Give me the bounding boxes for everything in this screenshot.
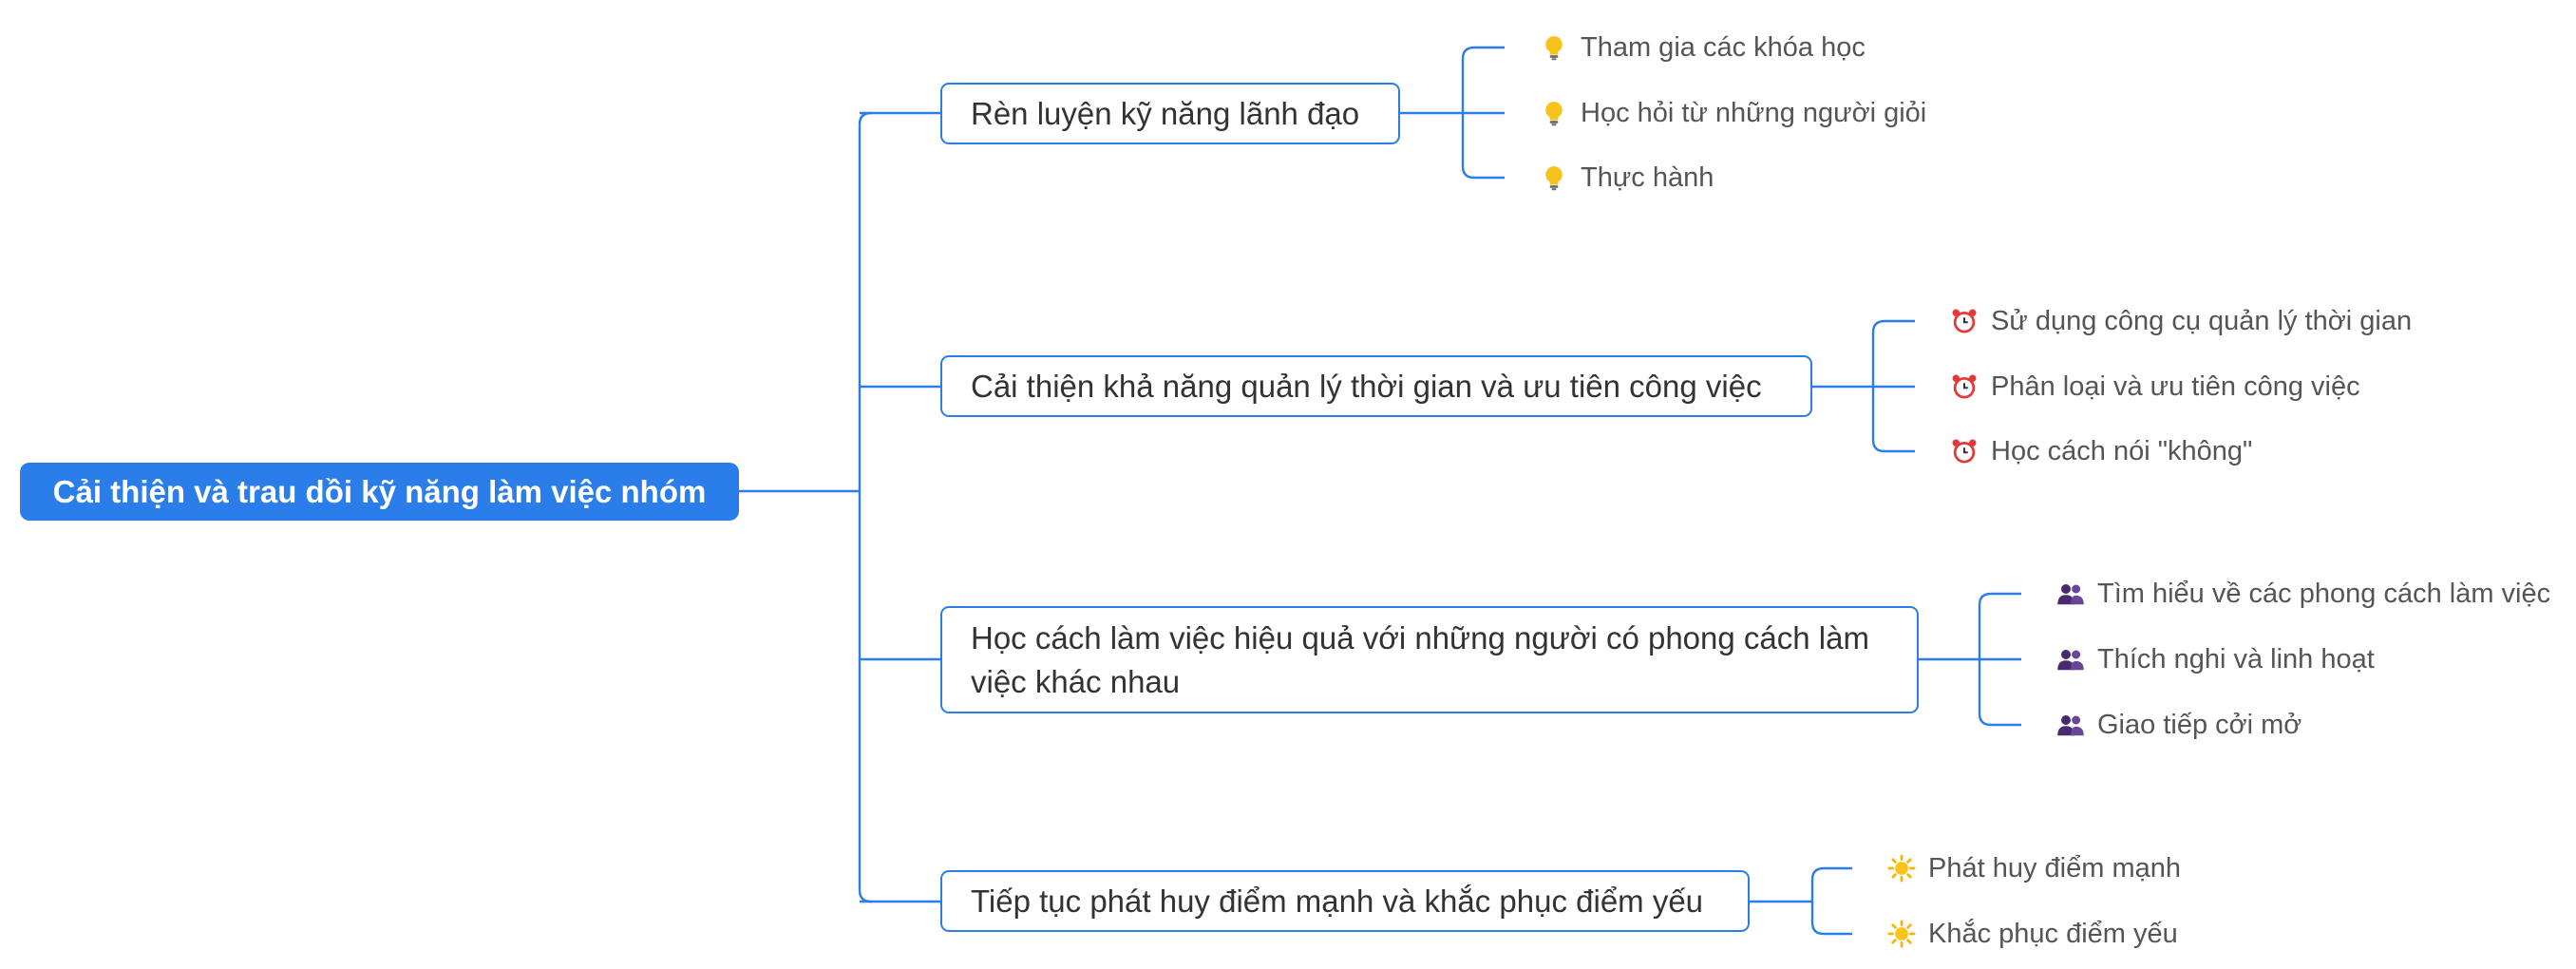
sun-icon [1886, 919, 1917, 949]
branch-topic-time-management[interactable]: Cải thiện khả năng quản lý thời gian và … [940, 355, 1812, 417]
leaf-topic[interactable]: Thực hành [1539, 159, 1714, 197]
alarm-clock-icon [1949, 436, 1979, 466]
alarm-clock-icon [1949, 371, 1979, 402]
leaf-topic-label: Thích nghi và linh hoạt [2097, 643, 2375, 674]
sun-icon [1886, 853, 1917, 884]
leaf-topic-label: Học cách nói "không" [1991, 435, 2253, 466]
leaf-topic[interactable]: Thích nghi và linh hoạt [2055, 640, 2375, 678]
branch-topic-label-line-2: việc khác nhau [971, 663, 1181, 699]
lightbulb-icon [1539, 98, 1569, 128]
leaf-topic[interactable]: Sử dụng công cụ quản lý thời gian [1949, 302, 2412, 340]
leaf-topic-label: Sử dụng công cụ quản lý thời gian [1991, 305, 2413, 336]
root-topic[interactable]: Cải thiện và trau dồi kỹ năng làm việc n… [20, 463, 739, 521]
branch-topic-label: Tiếp tục phát huy điểm mạnh và khắc phục… [971, 883, 1704, 919]
leaf-topic[interactable]: Tìm hiểu về các phong cách làm việc [2055, 575, 2550, 613]
people-icon [2055, 579, 2086, 609]
leaf-topic[interactable]: Phát huy điểm mạnh [1886, 849, 2181, 887]
branch-topic-label-line-1: Học cách làm việc hiệu quả với những ngư… [971, 619, 1869, 656]
connector-leaves-3 [1919, 592, 2021, 727]
leaf-topic[interactable]: Học cách nói "không" [1949, 432, 2252, 470]
leaf-topic-label: Giao tiếp cởi mở [2097, 709, 2302, 740]
people-icon [2055, 710, 2086, 740]
connector-leaves-1 [1400, 46, 1505, 180]
connector-leaves-2 [1812, 319, 1915, 453]
branch-topic-work-styles[interactable]: Học cách làm việc hiệu quả với những ngư… [940, 606, 1919, 713]
leaf-topic-label: Phát huy điểm mạnh [1928, 852, 2181, 884]
branch-topic-leadership[interactable]: Rèn luyện kỹ năng lãnh đạo [940, 83, 1400, 144]
leaf-topic-label: Phân loại và ưu tiên công việc [1991, 370, 2360, 402]
branch-topic-label-lines: Học cách làm việc hiệu quả với những ngư… [971, 617, 1869, 704]
leaf-topic[interactable]: Khắc phục điểm yếu [1886, 915, 2178, 953]
connector-leaves-4 [1750, 866, 1852, 936]
leaf-topic-label: Tham gia các khóa học [1581, 31, 1866, 63]
leaf-topic[interactable]: Phân loại và ưu tiên công việc [1949, 368, 2360, 406]
lightbulb-icon [1539, 162, 1569, 193]
people-icon [2055, 644, 2086, 674]
leaf-topic-label: Tìm hiểu về các phong cách làm việc [2097, 578, 2551, 609]
branch-topic-label: Rèn luyện kỹ năng lãnh đạo [971, 95, 1360, 131]
connector-trunk [858, 111, 872, 903]
root-topic-label: Cải thiện và trau dồi kỹ năng làm việc n… [52, 473, 707, 509]
branch-topic-strengths[interactable]: Tiếp tục phát huy điểm mạnh và khắc phục… [940, 870, 1750, 932]
branch-topic-label: Cải thiện khả năng quản lý thời gian và … [971, 368, 1762, 404]
leaf-topic-label: Khắc phục điểm yếu [1928, 918, 2178, 949]
leaf-topic-label: Thực hành [1581, 162, 1714, 193]
alarm-clock-icon [1949, 306, 1979, 336]
leaf-topic[interactable]: Học hỏi từ những người giỏi [1539, 94, 1926, 132]
leaf-topic-label: Học hỏi từ những người giỏi [1581, 97, 1927, 128]
leaf-topic[interactable]: Tham gia các khóa học [1539, 28, 1866, 66]
lightbulb-icon [1539, 32, 1569, 63]
leaf-topic[interactable]: Giao tiếp cởi mở [2055, 706, 2301, 744]
